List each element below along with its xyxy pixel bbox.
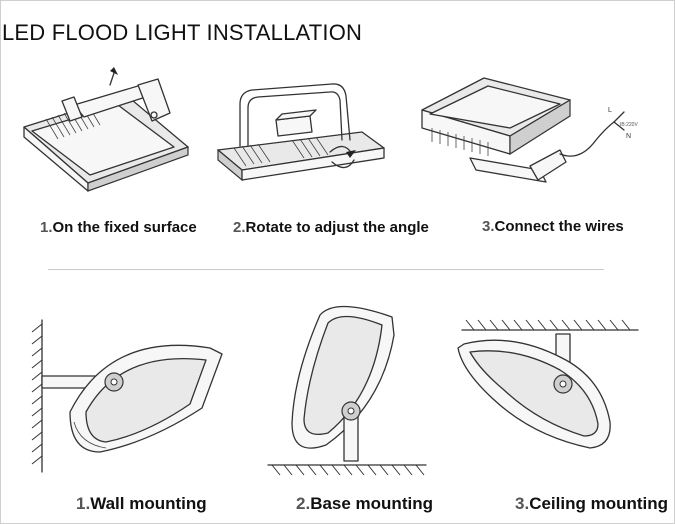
step-number: 2. [233, 219, 246, 236]
step-text: Base mounting [310, 494, 433, 513]
step-text: Ceiling mounting [529, 494, 669, 513]
step-text: Connect the wires [494, 218, 624, 235]
mount-caption-base: 2.Base mounting [296, 494, 433, 514]
mount-caption-ceiling: 3.Ceiling mounting [515, 494, 668, 514]
step-number: 2. [296, 494, 311, 513]
mount-caption-wall: 1.Wall mounting [76, 494, 207, 514]
page-title: LED FLOOD LIGHT INSTALLATION [2, 20, 363, 45]
wire-label-live: L [608, 107, 612, 114]
step-number: 1. [76, 494, 91, 513]
section-divider [48, 269, 604, 270]
step-number: 3. [482, 218, 495, 235]
step-caption-connect-wires: 3.Connect the wires [482, 218, 624, 235]
step-number: 1. [40, 219, 53, 236]
illustration-fixed-surface [23, 67, 189, 192]
illustration-connect-wires: L N IB:220V [421, 77, 638, 183]
wire-label-voltage: IB:220V [620, 122, 638, 128]
wire-label-neutral: N [626, 133, 631, 140]
step-text: Wall mounting [90, 494, 207, 513]
illustration-rotate-angle [217, 83, 385, 182]
illustration-wall-mounting [31, 319, 223, 473]
step-text: On the fixed surface [52, 219, 197, 236]
illustration-ceiling-mounting [457, 319, 639, 449]
step-caption-fixed-surface: 1.On the fixed surface [40, 219, 197, 236]
illustration-base-mounting [267, 305, 427, 476]
step-text: Rotate to adjust the angle [245, 219, 429, 236]
step-caption-rotate-angle: 2.Rotate to adjust the angle [233, 219, 429, 236]
step-number: 3. [515, 494, 530, 513]
